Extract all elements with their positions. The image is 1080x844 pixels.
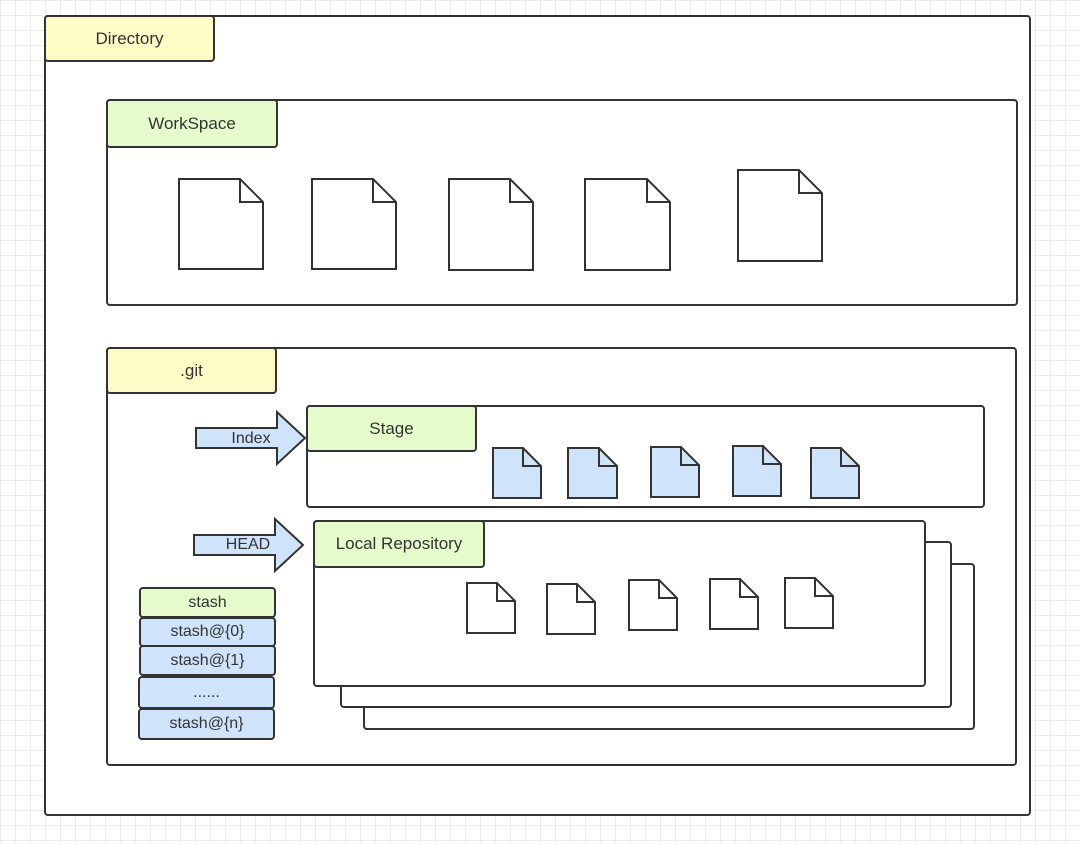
repository-file-icon (546, 583, 596, 635)
stash-item: ...... (138, 676, 275, 709)
stash-item: stash@{1} (139, 645, 276, 676)
repository-file-icon (628, 579, 678, 631)
stash-header: stash (139, 587, 276, 618)
head-arrow-label: HEAD (225, 536, 271, 553)
repository-file-icon (466, 582, 516, 634)
stash-item: stash@{n} (138, 708, 275, 740)
index-arrow-label: Index (231, 430, 271, 447)
stage-file-icon (492, 447, 542, 499)
workspace-file-icon (178, 178, 264, 270)
stash-item: stash@{0} (139, 617, 276, 647)
repository-file-icon (709, 578, 759, 630)
stage-file-icon (650, 446, 700, 498)
stage-file-icon (732, 445, 782, 497)
directory-label: Directory (44, 15, 215, 62)
repository-file-icon (784, 577, 834, 629)
workspace-file-icon (584, 178, 671, 271)
stage-file-icon (810, 447, 860, 499)
head-arrow-icon (193, 516, 305, 574)
stage-label: Stage (306, 405, 477, 452)
workspace-file-icon (737, 169, 823, 262)
workspace-label: WorkSpace (106, 99, 278, 148)
stage-file-icon (567, 447, 618, 499)
workspace-file-icon (448, 178, 534, 271)
local-repository-label: Local Repository (313, 520, 485, 568)
index-arrow-icon (195, 409, 307, 467)
git-label: .git (106, 347, 277, 394)
workspace-file-icon (311, 178, 397, 270)
